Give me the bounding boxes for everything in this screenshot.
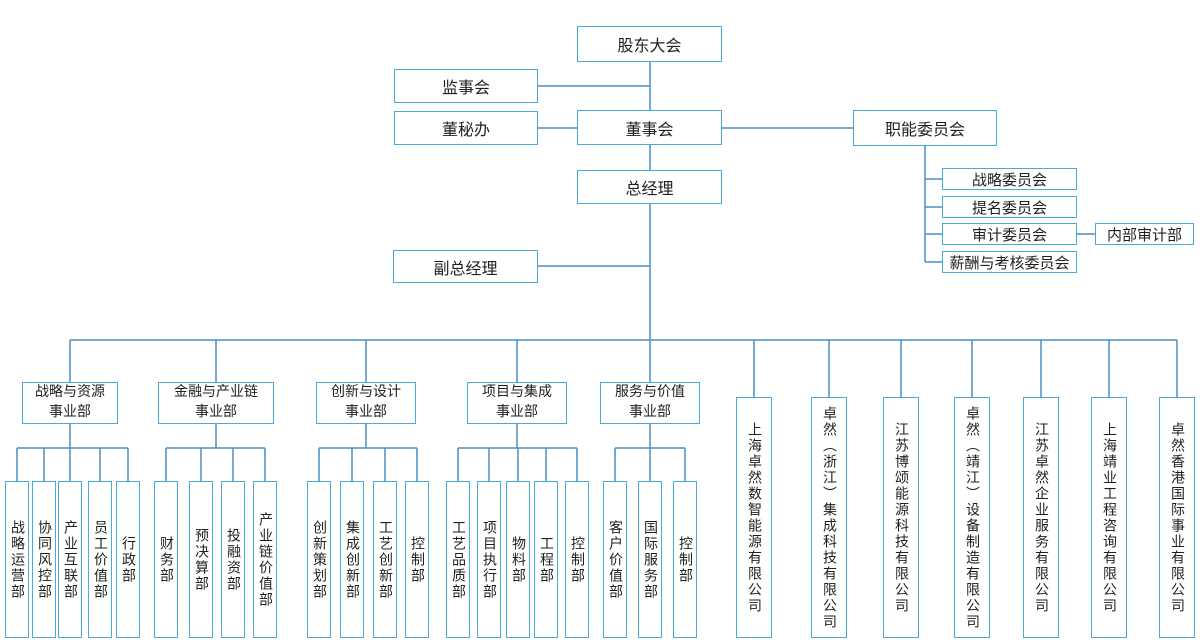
department-box: 控制部 xyxy=(405,481,429,638)
node-deputy-general-manager: 副总经理 xyxy=(393,250,538,283)
node-shareholders-meeting: 股东大会 xyxy=(577,26,722,62)
subsidiary-box: 卓然香港国际事业有限公司 xyxy=(1159,397,1195,638)
department-box: 员工价值部 xyxy=(88,481,112,638)
division-label: 战略与资源 事业部 xyxy=(35,384,105,420)
subsidiary-box: 江苏卓然企业服务有限公司 xyxy=(1023,397,1059,638)
division-label: 服务与价值 事业部 xyxy=(615,384,685,420)
department-box: 产业互联部 xyxy=(58,481,82,638)
node-strategy-committee: 战略委员会 xyxy=(942,168,1077,190)
department-box: 财务部 xyxy=(154,481,178,638)
department-box: 物料部 xyxy=(506,481,530,638)
department-box: 控制部 xyxy=(673,481,697,638)
node-audit-committee: 审计委员会 xyxy=(942,223,1077,245)
department-box: 控制部 xyxy=(565,481,589,638)
node-supervisory-board: 监事会 xyxy=(394,69,538,103)
node-general-manager: 总经理 xyxy=(577,170,722,204)
division-label: 创新与设计 事业部 xyxy=(331,384,401,420)
node-division-project-integration: 项目与集成 事业部 xyxy=(467,382,567,424)
department-box: 集成创新部 xyxy=(340,481,364,638)
node-division-service-value: 服务与价值 事业部 xyxy=(600,382,700,424)
node-division-strategy-resources: 战略与资源 事业部 xyxy=(22,382,118,424)
division-label: 项目与集成 事业部 xyxy=(482,384,552,420)
department-box: 协同风控部 xyxy=(32,481,56,638)
department-box: 工艺创新部 xyxy=(373,481,397,638)
node-division-innovation-design: 创新与设计 事业部 xyxy=(316,382,416,424)
department-box: 战略运营部 xyxy=(5,481,29,638)
division-label: 金融与产业链 事业部 xyxy=(174,384,258,420)
department-box: 预决算部 xyxy=(189,481,213,638)
node-functional-committees: 职能委员会 xyxy=(853,110,997,146)
department-box: 行政部 xyxy=(116,481,140,638)
node-board-of-directors: 董事会 xyxy=(577,110,722,145)
department-box: 投融资部 xyxy=(221,481,245,638)
node-nomination-committee: 提名委员会 xyxy=(942,196,1077,218)
subsidiary-box: 上海卓然数智能源有限公司 xyxy=(736,397,772,638)
department-box: 工艺品质部 xyxy=(446,481,470,638)
node-board-secretary-office: 董秘办 xyxy=(394,111,538,145)
node-division-finance-industry-chain: 金融与产业链 事业部 xyxy=(158,382,274,424)
department-box: 创新策划部 xyxy=(307,481,331,638)
department-box: 产业链价值部 xyxy=(253,481,277,638)
subsidiary-box: 上海靖业工程咨询有限公司 xyxy=(1091,397,1127,638)
department-box: 项目执行部 xyxy=(477,481,501,638)
subsidiary-box: 江苏博颂能源科技有限公司 xyxy=(883,397,919,638)
department-box: 工程部 xyxy=(534,481,558,638)
department-box: 国际服务部 xyxy=(638,481,662,638)
node-internal-audit-dept: 内部审计部 xyxy=(1095,223,1194,245)
department-box: 客户价值部 xyxy=(603,481,627,638)
subsidiary-box: 卓然（浙江）集成科技有限公司 xyxy=(811,397,847,638)
node-compensation-assessment-committee: 薪酬与考核委员会 xyxy=(942,251,1077,273)
subsidiary-box: 卓然（靖江）设备制造有限公司 xyxy=(954,397,990,638)
